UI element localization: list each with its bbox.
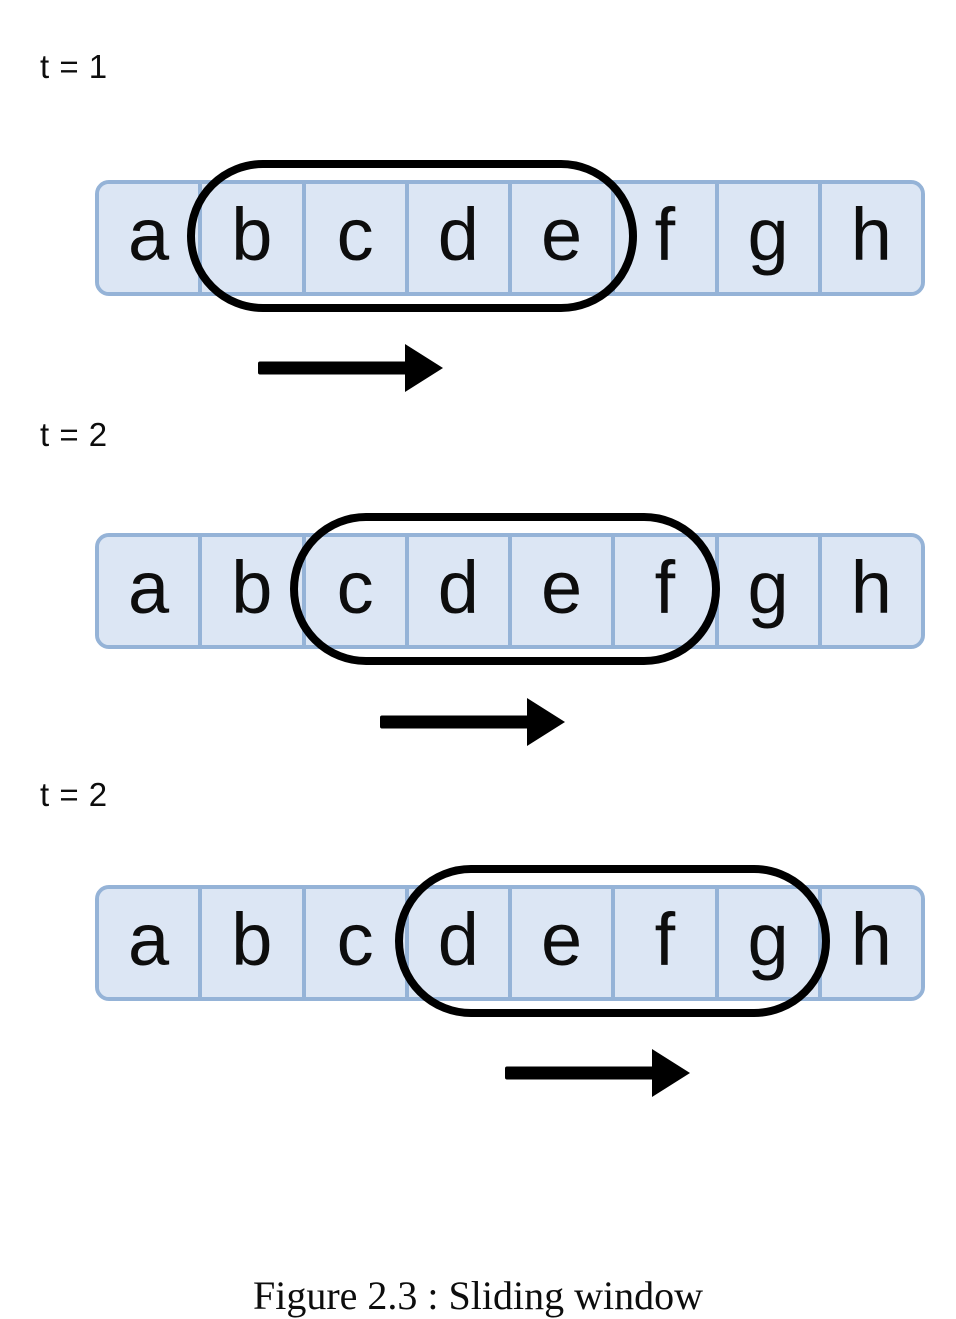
array-cell[interactable]: b <box>202 184 306 292</box>
arrow-head-icon <box>527 698 565 746</box>
arrow-head-icon <box>405 344 443 392</box>
array-cell[interactable]: h <box>821 184 921 292</box>
array-cell[interactable]: g <box>718 537 822 645</box>
array-cell[interactable]: a <box>99 184 203 292</box>
array-cell[interactable]: c <box>305 184 409 292</box>
array-cell[interactable]: b <box>202 889 306 997</box>
array-cell[interactable]: b <box>202 537 306 645</box>
array-cell[interactable]: d <box>408 184 512 292</box>
step-label-2: t = 2 <box>40 416 108 453</box>
slide-arrow-1 <box>258 344 443 392</box>
array-cell[interactable]: e <box>512 889 616 997</box>
array-cell[interactable]: f <box>615 537 719 645</box>
array-cell[interactable]: e <box>512 537 616 645</box>
arrow-shaft <box>258 361 410 375</box>
arrow-shaft <box>505 1066 657 1080</box>
array-cell[interactable]: e <box>512 184 616 292</box>
step-label-1: t = 1 <box>40 48 108 85</box>
arrow-head-icon <box>652 1049 690 1097</box>
step-label-3: t = 2 <box>40 776 108 813</box>
array-cell[interactable]: d <box>408 889 512 997</box>
array-cell[interactable]: g <box>718 889 822 997</box>
array-cell[interactable]: d <box>408 537 512 645</box>
figure-caption: Figure 2.3 : Sliding window <box>252 1273 704 1318</box>
arrow-shaft <box>380 715 532 729</box>
slide-arrow-3 <box>505 1049 690 1097</box>
array-cell[interactable]: f <box>615 184 719 292</box>
array-cell[interactable]: f <box>615 889 719 997</box>
array-cell[interactable]: a <box>99 889 203 997</box>
array-cell[interactable]: c <box>305 537 409 645</box>
array-strip-2: a b c d e f g h <box>95 533 925 649</box>
array-cell[interactable]: g <box>718 184 822 292</box>
array-strip-3: a b c d e f g h <box>95 885 925 1001</box>
array-cell[interactable]: a <box>99 537 203 645</box>
array-strip-1: a b c d e f g h <box>95 180 925 296</box>
array-cell[interactable]: h <box>821 537 921 645</box>
slide-arrow-2 <box>380 698 565 746</box>
array-cell[interactable]: h <box>821 889 921 997</box>
array-cell[interactable]: c <box>305 889 409 997</box>
